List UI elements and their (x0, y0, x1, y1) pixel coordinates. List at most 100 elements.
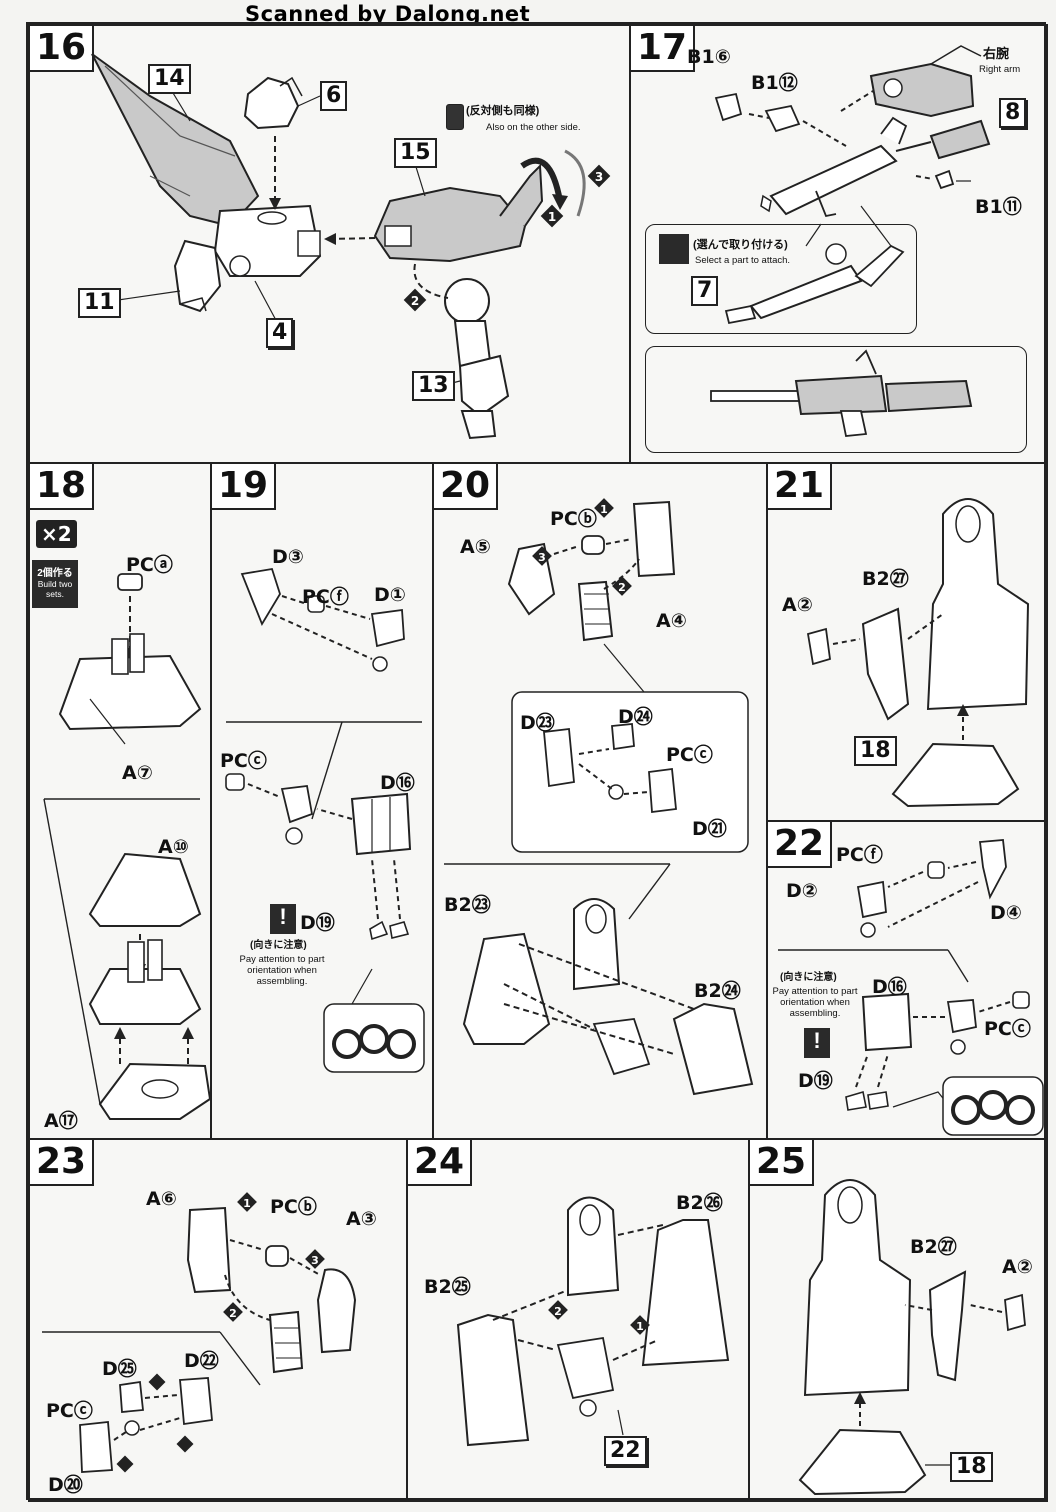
select-icon (659, 234, 689, 264)
order-3: 3 (538, 551, 546, 564)
assembled-callout (645, 346, 1027, 453)
step-24-illustration: 1 2 (456, 1196, 730, 1447)
order-2: 2 (229, 1307, 237, 1320)
step-number: 16 (30, 26, 95, 72)
step-number: 21 (768, 464, 833, 510)
part-d23: D㉓ (520, 712, 555, 734)
part-18-label: 18 (950, 1452, 993, 1482)
step-18-panel: 18 ×2 2個作る Build two sets. (28, 462, 212, 1140)
step-number: 23 (30, 1140, 95, 1186)
select-note-en: Select a part to attach. (695, 255, 791, 266)
order-1: 1 (548, 210, 556, 224)
part-d4: D④ (990, 902, 1022, 924)
step-number: 18 (30, 464, 95, 510)
part-pc-f: PCⓕ (302, 586, 349, 608)
order-1: 1 (243, 1197, 251, 1210)
part-pc-c: PCⓒ (46, 1400, 93, 1422)
caution-en: Pay attention to part orientation when a… (772, 986, 858, 1019)
part-d20: D⑳ (48, 1474, 83, 1496)
part-8-label: 8 (999, 98, 1027, 128)
part-d16: D⑯ (380, 772, 415, 794)
select-note-jp: (選んで取り付ける) (693, 239, 788, 251)
part-7-label: 7 (691, 276, 719, 306)
step-number: 17 (631, 26, 696, 72)
part-a7: A⑦ (122, 762, 153, 784)
step-17-illustration (710, 45, 991, 437)
step-19-illustration (225, 567, 425, 1073)
order-3: 3 (595, 170, 603, 184)
other-side-note-jp: (反対側も同様) (466, 105, 540, 117)
order-1: 1 (600, 503, 608, 516)
build-note: 2個作る Build two sets. (32, 560, 78, 608)
part-a2: A② (782, 594, 813, 616)
other-side-note-en: Also on the other side. (486, 122, 581, 133)
order-2: 2 (411, 294, 419, 308)
option-callout (645, 224, 917, 334)
part-b1-12: B1⑫ (751, 72, 798, 94)
step-20-panel: 20 1 2 3 (432, 462, 768, 1140)
step-number: 20 (434, 464, 499, 510)
part-d22: D㉒ (184, 1350, 219, 1372)
part-22-label: 22 (604, 1436, 647, 1466)
order-1: 1 (636, 1320, 644, 1333)
part-b2-27: B2㉗ (910, 1236, 957, 1258)
part-d25: D㉕ (102, 1358, 137, 1380)
part-d3: D③ (272, 546, 304, 568)
right-arm-en: Right arm (979, 64, 1021, 75)
part-pc-c: PCⓒ (666, 744, 713, 766)
step-18-illustration (43, 573, 210, 1120)
part-11-label: 11 (78, 288, 121, 318)
part-b2-25: B2㉕ (424, 1276, 471, 1298)
part-15-label: 15 (394, 138, 437, 168)
part-d16: D⑯ (872, 976, 907, 998)
right-arm-jp: 右腕 (983, 46, 1010, 61)
part-b2-27: B2㉗ (862, 568, 909, 590)
order-2: 2 (618, 581, 626, 594)
part-a2: A② (1002, 1256, 1033, 1278)
step-25-illustration (798, 1179, 1026, 1496)
caution-icon: ! (804, 1028, 830, 1058)
part-a4: A④ (656, 610, 687, 632)
part-pc-f: PCⓕ (836, 844, 883, 866)
part-d19: D⑲ (300, 912, 335, 934)
caution-en: Pay attention to part orientation when a… (239, 954, 325, 987)
mirror-icon (446, 104, 464, 130)
step-number: 22 (768, 822, 833, 868)
step-22-illustration (778, 839, 1044, 1136)
part-pc-c: PCⓒ (220, 750, 267, 772)
step-19-panel: 19 D (210, 462, 434, 1140)
step-20-illustration: 1 2 3 (444, 498, 754, 1096)
part-d19: D⑲ (798, 1070, 833, 1092)
step-21-illustration (806, 498, 1030, 808)
part-d21: D㉑ (692, 818, 727, 840)
step-24-panel: 24 1 2 B2㉖ B2㉕ 22 (406, 1138, 750, 1502)
caution-jp: (向きに注意) (250, 940, 307, 951)
part-d1: D① (374, 584, 406, 606)
part-6-label: 6 (320, 81, 348, 111)
step-21-panel: 21 B2㉗ A② 18 (766, 462, 1048, 822)
part-b2-26: B2㉖ (676, 1192, 723, 1214)
step-number: 19 (212, 464, 277, 510)
step-number: 24 (408, 1140, 473, 1186)
step-17-panel: 17 (629, 24, 1048, 464)
part-a17: A⑰ (44, 1110, 78, 1132)
step-23-panel: 23 1 2 3 (28, 1138, 408, 1502)
part-b1-11: B1⑪ (975, 196, 1022, 218)
part-b2-24: B2㉔ (694, 980, 741, 1002)
build-note-jp: 2個作る (37, 568, 73, 579)
step-22-panel: 22 PCⓕ D② (766, 820, 1048, 1140)
part-a10: A⑩ (158, 836, 189, 858)
part-14-label: 14 (148, 64, 191, 94)
order-3: 3 (311, 1254, 319, 1267)
step-25-panel: 25 B2㉗ A② 18 (748, 1138, 1048, 1502)
part-4-label: 4 (266, 318, 294, 348)
part-pc-b: PCⓑ (550, 508, 597, 530)
instruction-sheet: 16 (26, 22, 1048, 1502)
part-a3: A③ (346, 1208, 377, 1230)
part-d24: D㉔ (618, 706, 653, 728)
part-pc-b: PCⓑ (270, 1196, 317, 1218)
step-16-panel: 16 (28, 24, 631, 464)
part-13-label: 13 (412, 371, 455, 401)
part-18-label: 18 (854, 736, 897, 766)
step-23-illustration: 1 2 3 (42, 1192, 357, 1473)
